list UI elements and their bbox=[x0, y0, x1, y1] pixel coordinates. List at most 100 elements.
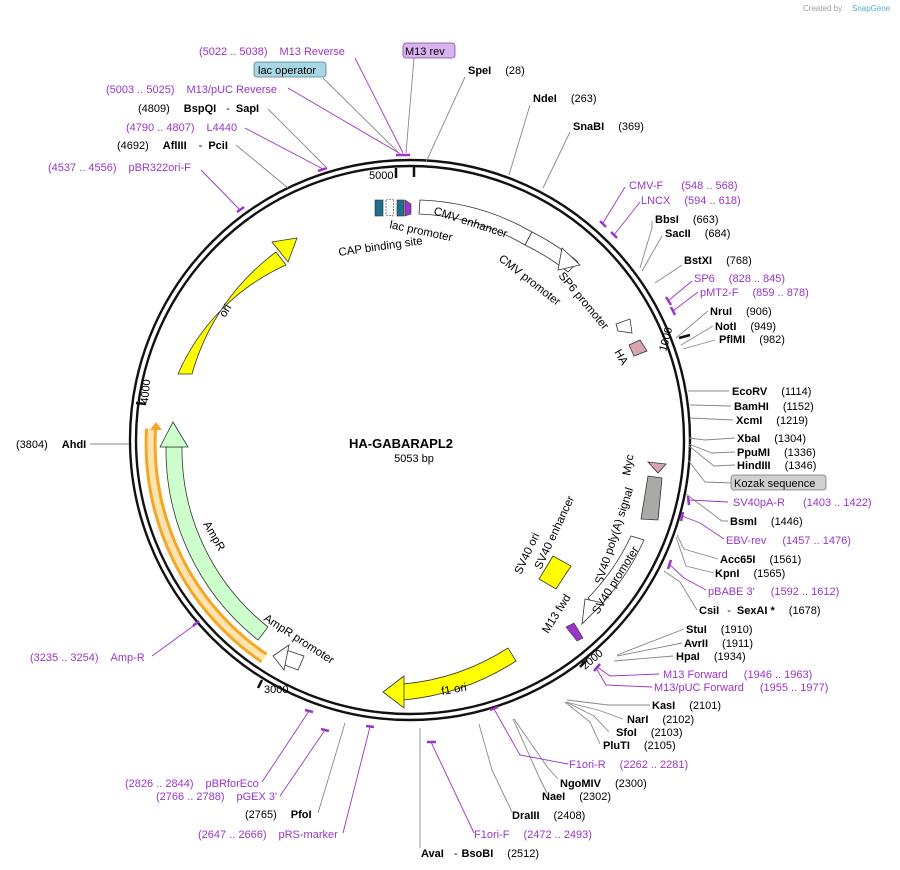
enzyme-label-spei[interactable]: SpeI(28) bbox=[468, 65, 525, 77]
enzyme-label-bbsi[interactable]: BbsI(663) bbox=[655, 214, 719, 226]
primer-leader-pgex bbox=[279, 729, 326, 797]
sv40-ori-box[interactable] bbox=[538, 555, 572, 590]
primer-label-ebv-rev[interactable]: EBV-rev(1457 .. 1476) bbox=[726, 535, 851, 547]
kozak-sequence-tag[interactable] bbox=[730, 474, 827, 491]
enzyme-label-avai[interactable]: AvaI-BsoBI(2512) bbox=[421, 848, 539, 860]
leader-csii bbox=[663, 570, 698, 611]
enzyme-label-sacii[interactable]: SacII(684) bbox=[665, 228, 730, 240]
sp6-promoter-label: SP6 promoter bbox=[556, 270, 611, 332]
myc-tag-arrow[interactable] bbox=[646, 461, 667, 474]
lac-promoter-box[interactable] bbox=[385, 198, 395, 217]
enzyme-label-bstxi[interactable]: BstXI(768) bbox=[684, 255, 752, 267]
sv40-polya-box[interactable] bbox=[640, 475, 663, 521]
enzyme-label-ppumi[interactable]: PpuMI(1336) bbox=[737, 447, 816, 459]
enzyme-label-hpai[interactable]: HpaI(1934) bbox=[676, 651, 746, 663]
tick-label-3000: 3000 bbox=[264, 684, 288, 696]
plasmid-name: HA-GABARAPL2 bbox=[349, 436, 453, 451]
leader-nrui bbox=[675, 310, 709, 339]
primer-label-prs-marker[interactable]: (2647 .. 2666)pRS-marker bbox=[198, 829, 338, 841]
enzyme-label-sfoi[interactable]: SfoI(2103) bbox=[616, 727, 683, 739]
enzyme-label-bsmi[interactable]: BsmI(1446) bbox=[730, 516, 803, 528]
enzyme-label-snabi[interactable]: SnaBI(369) bbox=[573, 121, 644, 133]
primer-label-pbabe[interactable]: pBABE 3'(1592 .. 1612) bbox=[708, 586, 839, 598]
leader-afliii bbox=[235, 144, 289, 189]
primer-label-pgex[interactable]: (2766 .. 2788)pGEX 3' bbox=[156, 791, 277, 803]
enzyme-label-ndei[interactable]: NdeI(263) bbox=[533, 93, 597, 105]
enzyme-label-kasi[interactable]: KasI(2101) bbox=[652, 700, 721, 712]
primer-label-pmt2[interactable]: pMT2-F(859 .. 878) bbox=[700, 287, 809, 299]
primer-leader-f1ori-f bbox=[430, 741, 475, 834]
sv40-promoter-arrow[interactable] bbox=[587, 535, 645, 609]
leader-avrii bbox=[616, 642, 683, 657]
primer-leader-prs-marker bbox=[342, 726, 371, 834]
lac-operator-tag-label: lac operator bbox=[258, 65, 316, 77]
ampr-promoter-arrowhead bbox=[272, 644, 290, 671]
enzyme-label-hindiii[interactable]: HindIII(1346) bbox=[737, 460, 816, 472]
primer-label-amp-r[interactable]: (3235 .. 3254)Amp-R bbox=[30, 652, 145, 664]
primer-leader-sp6 bbox=[667, 280, 693, 302]
primer-label-pbrforeco[interactable]: (2826 .. 2844)pBRforEco bbox=[125, 778, 259, 790]
enzyme-label-kpni[interactable]: KpnI(1565) bbox=[715, 568, 785, 580]
enzyme-label-ahdi[interactable]: (3804)AhdI bbox=[16, 439, 86, 451]
enzyme-label-acc65i[interactable]: Acc65I(1561) bbox=[720, 554, 801, 566]
enzyme-label-ecorv[interactable]: EcoRV(1114) bbox=[732, 386, 811, 398]
primer-leader-m13-reverse bbox=[354, 57, 404, 154]
enzyme-label-nrui[interactable]: NruI(906) bbox=[710, 306, 772, 318]
primer-label-l4440[interactable]: (4790 .. 4807)L4440 bbox=[126, 122, 237, 134]
enzyme-label-bspqi[interactable]: (4809)BspQI-SapI bbox=[138, 103, 259, 115]
leader-hpai bbox=[613, 655, 674, 662]
ori-arrow[interactable] bbox=[177, 251, 287, 375]
leader-ndei bbox=[508, 104, 531, 176]
enzyme-label-xbai[interactable]: XbaI(1304) bbox=[737, 433, 806, 445]
primer-label-lncx[interactable]: LNCX(594 .. 618) bbox=[641, 195, 741, 207]
primer-label-m13-forward[interactable]: M13 Forward(1946 .. 1963) bbox=[663, 669, 812, 681]
primer-label-m13puc-reverse[interactable]: (5003 .. 5025)M13/pUC Reverse bbox=[106, 84, 277, 96]
enzyme-label-csii[interactable]: CsiI-SexAI *(1678) bbox=[699, 605, 821, 617]
credit-brand: SnapGene bbox=[852, 4, 891, 13]
enzyme-label-afliii[interactable]: (4692)AflIII-PciI bbox=[117, 140, 228, 152]
enzyme-label-naei[interactable]: NaeI(2302) bbox=[542, 791, 611, 803]
leader-stui bbox=[616, 628, 685, 656]
primer-label-cmv-f[interactable]: CMV-F(548 .. 568) bbox=[629, 180, 738, 192]
ha-tag-arrow[interactable] bbox=[628, 339, 648, 357]
ori-arrowhead bbox=[271, 237, 298, 263]
m13-rev-box-label: M13 rev bbox=[405, 46, 445, 58]
leader-sfoi bbox=[565, 701, 610, 733]
enzyme-labels: SpeI(28) NdeI(263) SnaBI(369) BbsI(663) … bbox=[16, 65, 821, 860]
primer-label-f1ori-f[interactable]: F1ori-F(2472 .. 2493) bbox=[474, 829, 592, 841]
myc-label: Myc bbox=[621, 453, 637, 476]
lac-operator-tag[interactable] bbox=[253, 61, 327, 78]
enzyme-label-pflmi[interactable]: PflMI(982) bbox=[719, 334, 785, 346]
leader-pfoi bbox=[317, 722, 346, 814]
m13-rev-box[interactable] bbox=[402, 42, 456, 59]
enzyme-label-stui[interactable]: StuI(1910) bbox=[686, 624, 753, 636]
primer-label-sv40pa-r[interactable]: SV40pA-R(1403 .. 1422) bbox=[733, 497, 871, 509]
enzyme-label-nari[interactable]: NarI(2102) bbox=[627, 714, 694, 726]
kozak-sequence-tag-label: Kozak sequence bbox=[734, 478, 815, 490]
enzyme-label-avrii[interactable]: AvrII(1911) bbox=[684, 638, 753, 650]
leader-spei bbox=[425, 76, 466, 163]
enzyme-label-noti[interactable]: NotI(949) bbox=[715, 321, 776, 333]
leader-noti bbox=[680, 325, 714, 346]
primer-leader-ebv-rev bbox=[681, 515, 725, 540]
enzyme-label-draiii[interactable]: DraIII(2408) bbox=[512, 810, 585, 822]
m13-fwd-arrow[interactable] bbox=[565, 622, 584, 642]
primer-label-f1ori-r[interactable]: F1ori-R(2262 .. 2281) bbox=[569, 759, 688, 771]
cap-binding-site-box[interactable] bbox=[374, 199, 384, 217]
leader-bstxi bbox=[654, 264, 683, 284]
enzyme-label-bamhi[interactable]: BamHI(1152) bbox=[734, 401, 814, 413]
primer-label-pbr322ori[interactable]: (4537 .. 4556)pBR322ori-F bbox=[48, 162, 191, 174]
enzyme-label-ngomiv[interactable]: NgoMIV(2300) bbox=[560, 778, 647, 790]
primer-label-sp6[interactable]: SP6(828 .. 845) bbox=[694, 273, 785, 285]
primer-mark-pbr322ori bbox=[236, 205, 245, 214]
lac-operator-box[interactable] bbox=[396, 199, 405, 217]
enzyme-label-xcmi[interactable]: XcmI(1219) bbox=[736, 415, 808, 427]
primer-label-m13puc-forward[interactable]: M13/pUC Forward(1955 .. 1977) bbox=[654, 682, 828, 694]
m13-rev-arrow[interactable] bbox=[404, 199, 412, 217]
enzyme-label-pluti[interactable]: PluTI(2105) bbox=[603, 740, 676, 752]
primer-label-m13-reverse[interactable]: (5022 .. 5038)M13 Reverse bbox=[199, 46, 345, 58]
primer-mark-f1ori-r bbox=[489, 705, 499, 712]
leader-snabi bbox=[542, 131, 571, 189]
sp6-promoter-arrow[interactable] bbox=[615, 318, 633, 334]
enzyme-label-pfoi[interactable]: (2765)PfoI bbox=[245, 809, 312, 821]
